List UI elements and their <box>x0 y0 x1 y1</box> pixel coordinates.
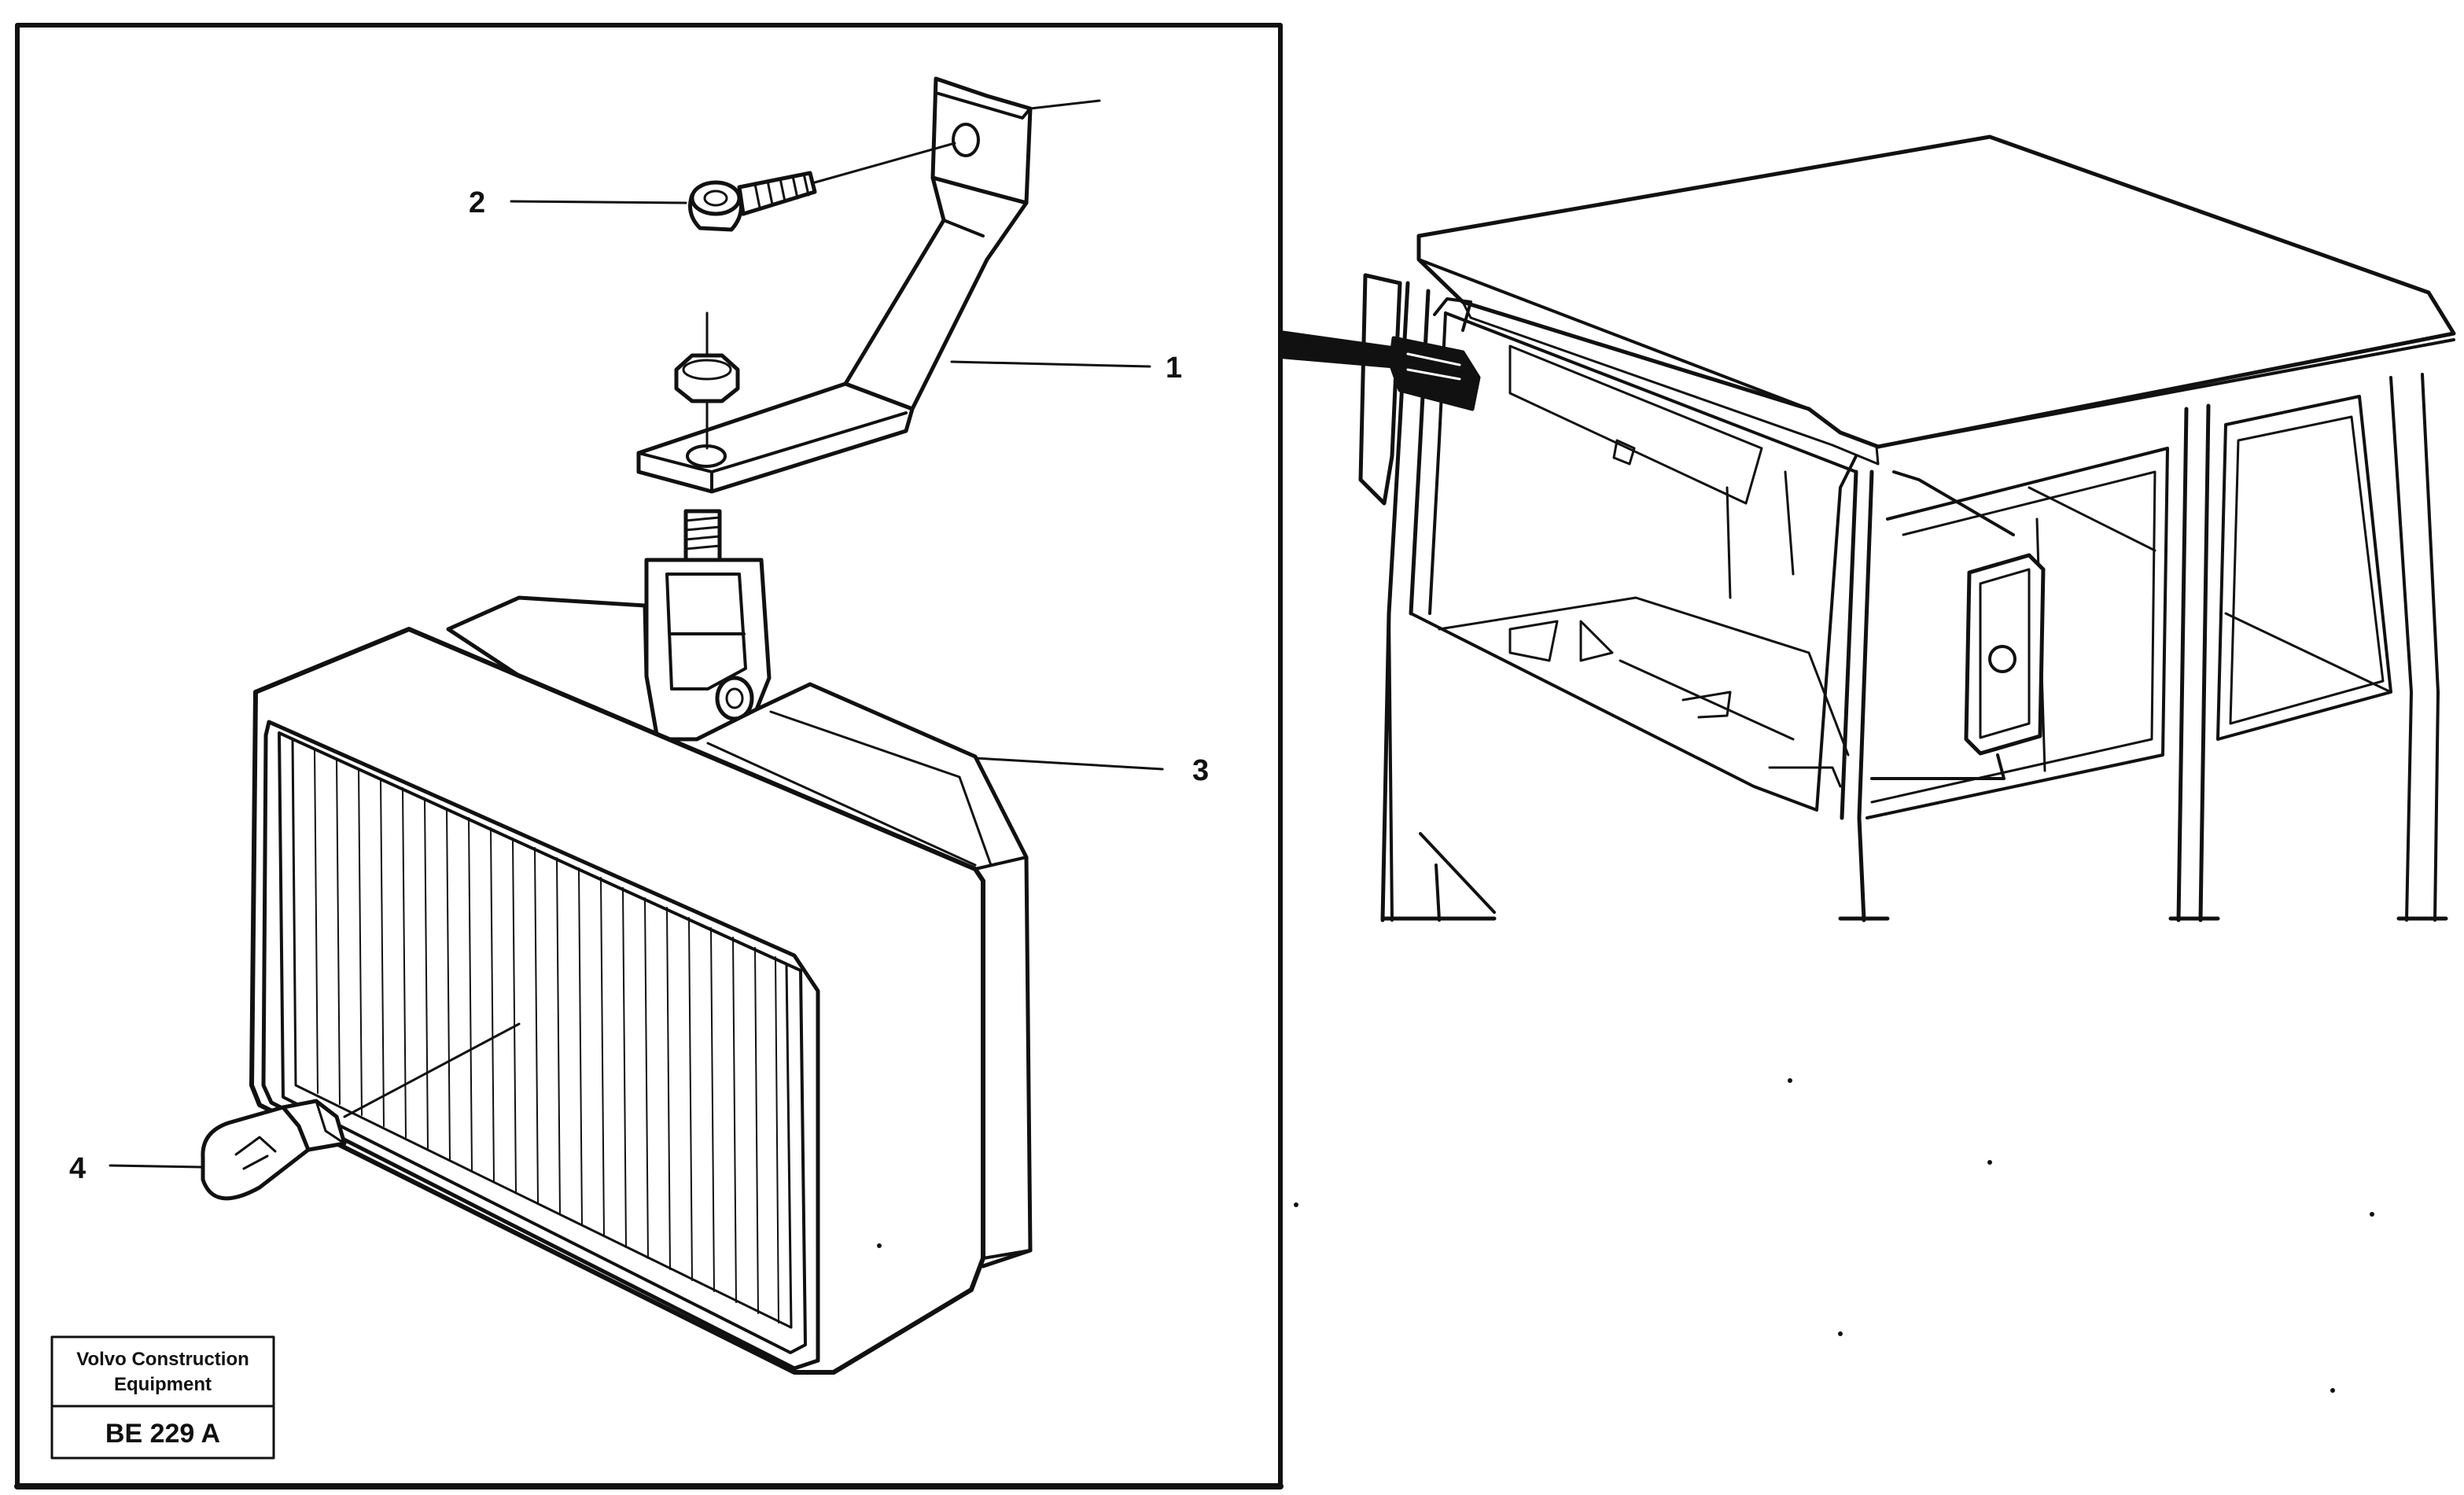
lamp-lens <box>291 738 793 1329</box>
detail-panel <box>14 23 1284 1489</box>
leader-1 <box>950 360 1151 368</box>
callout-4-label: 4 <box>69 1152 86 1185</box>
leader-4 <box>109 1164 203 1169</box>
cab-mirror <box>1870 470 2046 780</box>
callout-labels: 1 2 3 4 <box>69 186 1209 1185</box>
scan-dots <box>877 1078 2374 1393</box>
cab-roof <box>1416 134 2456 449</box>
drawing-code: BE 229 A <box>105 1419 220 1449</box>
callout-leaders <box>109 200 1164 1169</box>
callout-3-label: 3 <box>1192 754 1209 787</box>
screw-drawing <box>688 142 956 232</box>
title-block-frame <box>50 1335 275 1460</box>
mount-drawing <box>644 509 772 742</box>
leader-3 <box>974 757 1164 771</box>
leader-2 <box>510 200 687 204</box>
lamp-drawing <box>249 595 1033 1375</box>
nut-drawing <box>674 311 740 450</box>
bracket-upper-hole <box>952 123 980 157</box>
callout-1-label: 1 <box>1166 352 1182 385</box>
cab-work-lamp <box>1388 297 1481 411</box>
callout-2-label: 2 <box>469 186 485 219</box>
company-name-line-1: Volvo Construction <box>76 1349 249 1370</box>
bulb-drawing <box>201 1022 521 1201</box>
bracket-drawing <box>636 76 1101 494</box>
company-name-line-2: Equipment <box>114 1374 212 1395</box>
cab-overview-drawing <box>1279 134 2456 922</box>
title-block: Volvo Construction Equipment BE 229 A <box>50 1335 275 1460</box>
lens-ribs <box>314 748 779 1324</box>
